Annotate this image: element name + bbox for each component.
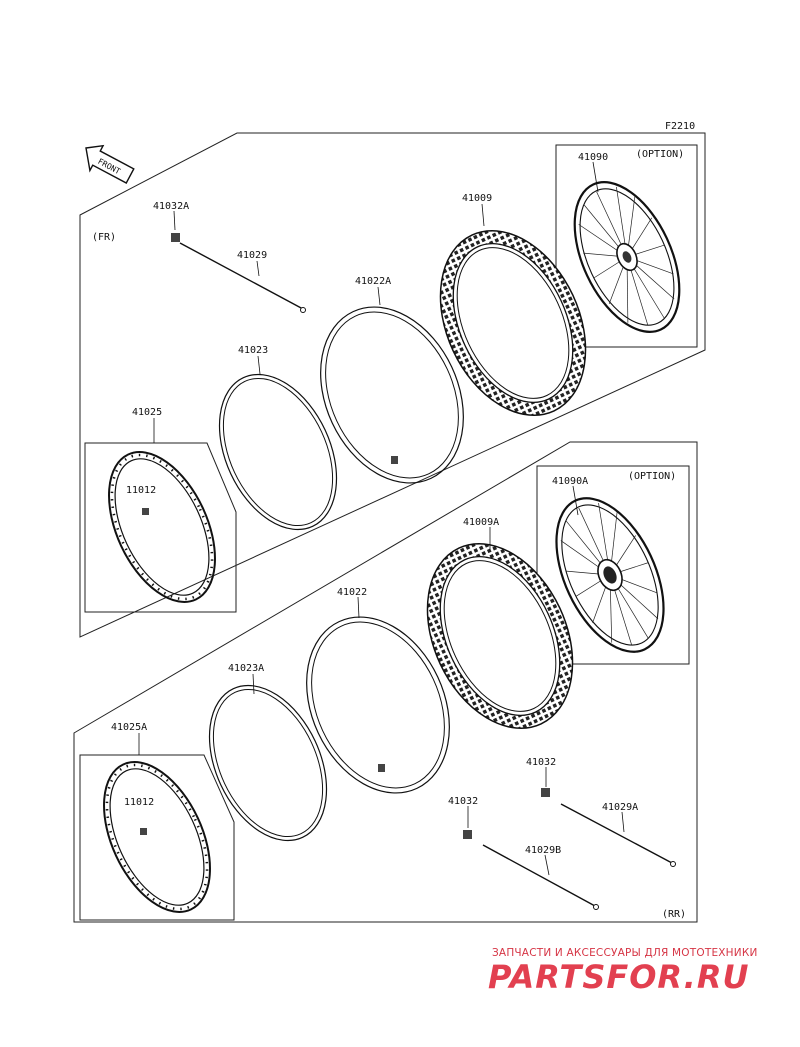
label-41029: 41029 [237, 250, 267, 261]
label-41009: 41009 [462, 193, 492, 204]
label-41023: 41023 [238, 345, 268, 356]
rear-section-frame [73, 441, 698, 923]
front-arrow: FRONT [85, 144, 135, 184]
front-tire [439, 230, 587, 416]
front-rim-box [84, 442, 237, 613]
watermark-tagline: ЗАПЧАСТИ И АКСЕССУАРЫ ДЛЯ МОТОТЕХНИКИ [492, 947, 758, 959]
label-41025: 41025 [132, 407, 162, 418]
label-41032A: 41032A [153, 201, 189, 212]
rear-valve-nut-1 [541, 788, 550, 797]
rear-section-tag: (RR) [662, 909, 686, 920]
label-41090: 41090 [578, 152, 608, 163]
label-41032-2: 41032 [448, 796, 478, 807]
rear-tube [306, 616, 450, 794]
rear-spoke-2 [482, 844, 596, 907]
front-tube [320, 306, 464, 484]
figure-code: F2210 [665, 121, 695, 132]
rear-rim-box [79, 754, 235, 921]
label-41029A: 41029A [602, 802, 638, 813]
rear-spoke-1 [560, 803, 673, 864]
label-41022: 41022 [337, 587, 367, 598]
label-41025A: 41025A [111, 722, 147, 733]
rear-valve-nut-2 [463, 830, 472, 839]
watermark-logo: PARTSFOR.RU [488, 958, 750, 996]
front-valve-nut [171, 233, 180, 242]
front-spoke [179, 242, 304, 310]
front-tube-valve [391, 456, 398, 464]
rear-tire [426, 543, 574, 729]
front-rim-nut [142, 508, 149, 515]
front-wheel-assembly [573, 181, 681, 333]
label-front-11012: 11012 [126, 485, 156, 496]
rear-tube-valve [378, 764, 385, 772]
rear-option-label: (OPTION) [628, 471, 676, 482]
label-rear-11012: 11012 [124, 797, 154, 808]
front-section-frame [79, 132, 706, 638]
front-rim [108, 451, 216, 603]
rear-rim-nut [140, 828, 147, 835]
label-41022A: 41022A [355, 276, 391, 287]
rear-rim-band [208, 684, 328, 842]
label-41090A: 41090A [552, 476, 588, 487]
front-rim-band [218, 373, 338, 531]
label-41029B: 41029B [525, 845, 561, 856]
front-option-label: (OPTION) [636, 149, 684, 160]
label-41032-1: 41032 [526, 757, 556, 768]
rear-rim [103, 761, 211, 913]
label-41023A: 41023A [228, 663, 264, 674]
front-section-tag: (FR) [92, 232, 116, 243]
label-41009A: 41009A [463, 517, 499, 528]
